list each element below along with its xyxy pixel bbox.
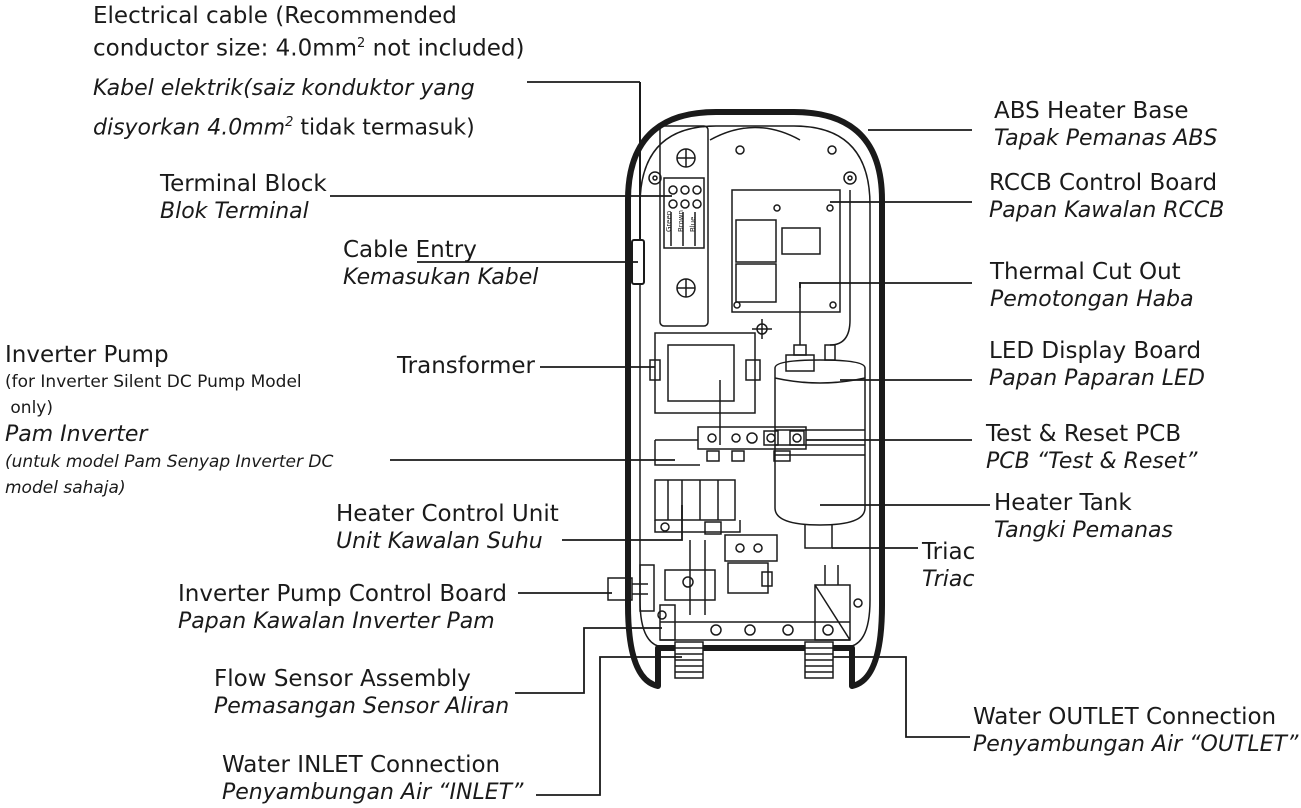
- label-thermal-cut-out-en: Thermal Cut Out: [990, 259, 1181, 285]
- label-led-display-board: LED Display Board Papan Paparan LED: [989, 337, 1205, 393]
- leader-lines: [330, 81, 990, 796]
- terminal-screws: [668, 185, 702, 246]
- corner-screw-top-right: [843, 171, 857, 185]
- pump-connector: [607, 577, 633, 601]
- label-water-outlet: Water OUTLET Connection Penyambungan Air…: [973, 703, 1298, 759]
- label-test-reset-pcb-ms: PCB “Test & Reset”: [986, 449, 1198, 474]
- label-electrical-cable-ms-2: disyorkan 4.0mm2 tidak termasuk): [93, 114, 475, 140]
- terminal-block: [663, 177, 705, 249]
- terminal-wire-label-brown: Brown: [677, 210, 685, 232]
- wall-bracket: [709, 126, 801, 141]
- transformer-frame: [654, 332, 756, 414]
- leader-water-inlet: [536, 656, 682, 796]
- bottom-bracket: [660, 621, 850, 641]
- triac: [724, 534, 778, 562]
- rccb-control-board: [731, 189, 841, 313]
- label-test-reset-pcb-en: Test & Reset PCB: [986, 421, 1182, 447]
- label-transformer: Transformer: [397, 352, 535, 380]
- label-rccb-control-board-ms: Papan Kawalan RCCB: [989, 198, 1225, 223]
- terminal-wire-labels: Green Brown Blue: [665, 210, 697, 232]
- label-flow-sensor-assembly-ms: Pemasangan Sensor Aliran: [214, 694, 510, 719]
- label-test-reset-pcb: Test & Reset PCB PCB “Test & Reset”: [986, 420, 1197, 476]
- center-screw: [752, 319, 772, 339]
- inverter-pump-outline: [654, 439, 700, 466]
- label-inverter-pump-control-board-en: Inverter Pump Control Board: [178, 581, 507, 607]
- water-outlet-connector: [804, 641, 834, 679]
- label-thermal-cut-out-ms: Pemotongan Haba: [990, 287, 1194, 312]
- screw-top-mid-left: [735, 145, 745, 155]
- label-electrical-cable-en-1: Electrical cable (Recommended: [93, 3, 457, 29]
- label-terminal-block-en: Terminal Block: [160, 171, 327, 197]
- label-rccb-control-board-en: RCCB Control Board: [989, 170, 1218, 196]
- terminal-plate-screw-bottom: [676, 278, 696, 298]
- label-inverter-pump: Inverter Pump (for Inverter Silent DC Pu…: [5, 341, 333, 501]
- thermal-cut-out: [793, 282, 807, 356]
- label-inverter-pump-note-1: (for Inverter Silent DC Pump Model: [5, 372, 302, 392]
- label-triac: Triac Triac: [922, 538, 975, 594]
- label-heater-tank-en: Heater Tank: [994, 490, 1132, 516]
- label-transformer-en: Transformer: [397, 353, 536, 379]
- test-reset-pcb: [697, 426, 807, 450]
- label-flow-sensor-assembly: Flow Sensor Assembly Pemasangan Sensor A…: [214, 665, 509, 721]
- label-thermal-cut-out: Thermal Cut Out Pemotongan Haba: [990, 258, 1194, 314]
- label-water-inlet: Water INLET Connection Penyambungan Air …: [222, 751, 523, 807]
- label-inverter-pump-ms-note-1: (untuk model Pam Senyap Inverter DC: [5, 452, 334, 472]
- label-electrical-cable: Electrical cable (Recommended conductor …: [93, 2, 525, 142]
- leader-water-outlet: [833, 656, 970, 738]
- label-cable-entry-ms: Kemasukan Kabel: [343, 265, 539, 290]
- label-abs-heater-base-en: ABS Heater Base: [994, 98, 1189, 124]
- label-cable-entry: Cable Entry Kemasukan Kabel: [343, 236, 538, 292]
- leader-flow-sensor: [515, 627, 662, 694]
- label-flow-sensor-assembly-en: Flow Sensor Assembly: [214, 666, 471, 692]
- label-abs-heater-base: ABS Heater Base Tapak Pemanas ABS: [994, 97, 1218, 153]
- heater-control-unit: [654, 479, 736, 521]
- label-heater-tank: Heater Tank Tangki Pemanas: [994, 489, 1173, 545]
- corner-screw-top-left: [648, 171, 662, 185]
- label-electrical-cable-ms-1: Kabel elektrik(saiz konduktor yang: [93, 75, 475, 101]
- label-abs-heater-base-ms: Tapak Pemanas ABS: [994, 126, 1218, 151]
- label-inverter-pump-ms-note-2: model sahaja): [5, 478, 126, 498]
- label-led-display-board-ms: Papan Paparan LED: [989, 366, 1205, 391]
- bottom-screws: [657, 598, 863, 636]
- label-inverter-pump-en: Inverter Pump: [5, 342, 169, 368]
- label-water-inlet-ms: Penyambungan Air “INLET”: [222, 780, 524, 805]
- label-inverter-pump-ms: Pam Inverter: [5, 422, 148, 447]
- leader-thermal-cut-out: [799, 282, 972, 288]
- triac-heatsink: [727, 562, 769, 594]
- water-inlet-connector: [674, 641, 704, 679]
- thermal-cut-out-body: [785, 354, 815, 372]
- label-inverter-pump-note-2: only): [5, 398, 53, 418]
- heater-tank: [774, 359, 866, 526]
- screw-top-mid-right: [827, 145, 837, 155]
- label-electrical-cable-en-2: conductor size: 4.0mm2 not included): [93, 35, 525, 62]
- label-water-outlet-en: Water OUTLET Connection: [973, 704, 1277, 730]
- terminal-block-plate: [659, 125, 709, 327]
- label-inverter-pump-control-board-ms: Papan Kawalan Inverter Pam: [178, 609, 495, 634]
- transformer-core: [667, 344, 735, 402]
- leader-heater-control: [562, 505, 683, 541]
- terminal-wire-label-green: Green: [665, 211, 673, 232]
- label-heater-tank-ms: Tangki Pemanas: [994, 518, 1173, 543]
- rccb-chip: [781, 227, 821, 255]
- label-triac-ms: Triac: [922, 567, 975, 592]
- label-water-outlet-ms: Penyambungan Air “OUTLET”: [973, 732, 1299, 757]
- label-terminal-block: Terminal Block Blok Terminal: [160, 170, 327, 226]
- label-triac-en: Triac: [922, 539, 976, 565]
- label-heater-control-unit: Heater Control Unit Unit Kawalan Suhu: [336, 500, 559, 556]
- label-led-display-board-en: LED Display Board: [989, 338, 1202, 364]
- label-cable-entry-en: Cable Entry: [343, 237, 477, 263]
- label-inverter-pump-control-board: Inverter Pump Control Board Papan Kawala…: [178, 580, 507, 636]
- label-rccb-control-board: RCCB Control Board Papan Kawalan RCCB: [989, 169, 1224, 225]
- label-heater-control-unit-ms: Unit Kawalan Suhu: [336, 529, 543, 554]
- heater-housing-outline: [625, 109, 885, 689]
- terminal-plate-screw-top: [676, 148, 696, 168]
- label-water-inlet-en: Water INLET Connection: [222, 752, 501, 778]
- label-heater-control-unit-en: Heater Control Unit: [336, 501, 559, 527]
- terminal-wire-label-blue: Blue: [689, 217, 697, 233]
- label-terminal-block-ms: Blok Terminal: [160, 199, 309, 224]
- rccb-relay-2: [735, 263, 777, 303]
- rccb-relay-1: [735, 219, 777, 263]
